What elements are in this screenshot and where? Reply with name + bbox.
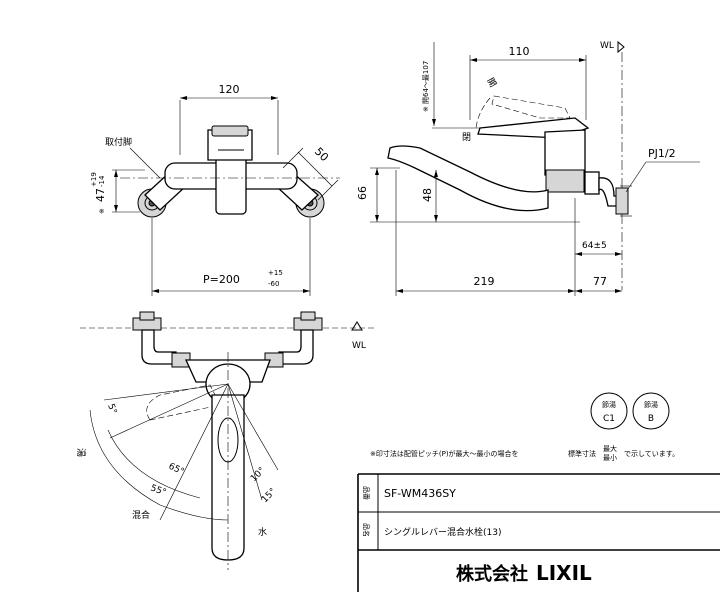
title-block: 品番 SF-WM436SY 品名 シングルレバー混合水栓(13) 株式会社 LI… — [357, 473, 720, 592]
side-dim-110: 110 — [509, 45, 530, 58]
note-prefix: ※印寸法は配管ピッチ(P)が最大～最小の場合を — [370, 449, 519, 458]
front-dim-120: 120 — [219, 83, 240, 96]
side-dim-64-5: 64±5 — [582, 241, 607, 251]
part-number: SF-WM436SY — [384, 487, 456, 500]
angle-15: 15° — [260, 487, 278, 505]
company-name: 株式会社 — [456, 563, 528, 585]
dimension-note: ※印寸法は配管ピッチ(P)が最大～最小の場合を 標準寸法 最大 最小 で示してい… — [370, 444, 679, 462]
badge-b-bottom: B — [648, 414, 654, 424]
label-water: 水 — [258, 526, 267, 538]
angle-10: 10° — [249, 466, 267, 484]
plan-wl-label: WL — [352, 341, 366, 351]
label-product-name: 品名 — [362, 523, 371, 537]
side-dim-66: 66 — [356, 186, 369, 200]
front-dim-47: 47 — [94, 188, 107, 202]
brand-logo: LIXIL — [536, 561, 592, 585]
badge-c1-bottom: C1 — [603, 414, 615, 424]
badge-b: 節湯 B — [632, 392, 670, 430]
front-view: 120 取付脚 47 +19 -14 ※ — [90, 83, 340, 296]
side-range-mark: ※ — [422, 106, 430, 112]
front-dim-47-mark: ※ — [98, 208, 106, 214]
side-view: 110 WL 開64～最107 ※ 開 閉 PJ1/2 — [356, 40, 700, 296]
note-max: 最大 — [603, 444, 617, 453]
side-dim-77: 77 — [593, 275, 607, 288]
side-dim-219: 219 — [474, 275, 495, 288]
side-wl-label: WL — [600, 41, 614, 51]
note-suffix: で示しています。 — [624, 450, 679, 458]
front-dim-47-tol-minus: -14 — [98, 175, 106, 187]
angle-5: 5° — [105, 403, 118, 416]
front-pitch-tol-minus: -60 — [268, 280, 279, 288]
product-name: シングルレバー混合水栓(13) — [384, 526, 501, 538]
side-range-label: 開64～最107 — [422, 61, 430, 104]
side-dim-48: 48 — [421, 188, 434, 202]
badge-c1: 節湯 C1 — [590, 392, 628, 430]
lever-open-label: 開 — [484, 76, 498, 89]
front-dim-47-tol-plus: +19 — [90, 172, 98, 187]
badge-c1-top: 節湯 — [602, 400, 616, 409]
side-pj-label: PJ1/2 — [648, 147, 676, 160]
plan-view: WL 5° 65° 55° 10° 15° 湯 混合 — [75, 311, 375, 570]
note-min: 最小 — [603, 453, 617, 462]
badge-b-top: 節湯 — [644, 400, 658, 409]
mount-foot-label: 取付脚 — [105, 137, 132, 148]
label-part-no: 品番 — [362, 486, 370, 500]
lever-closed-label: 閉 — [462, 132, 471, 143]
note-standard: 標準寸法 — [568, 449, 596, 458]
front-pitch-tol-plus: +15 — [268, 269, 283, 277]
front-pitch-label: P=200 — [203, 273, 240, 286]
label-hot: 湯 — [75, 448, 86, 457]
label-mixed: 混合 — [132, 509, 150, 521]
front-dim-50: 50 — [312, 145, 331, 164]
